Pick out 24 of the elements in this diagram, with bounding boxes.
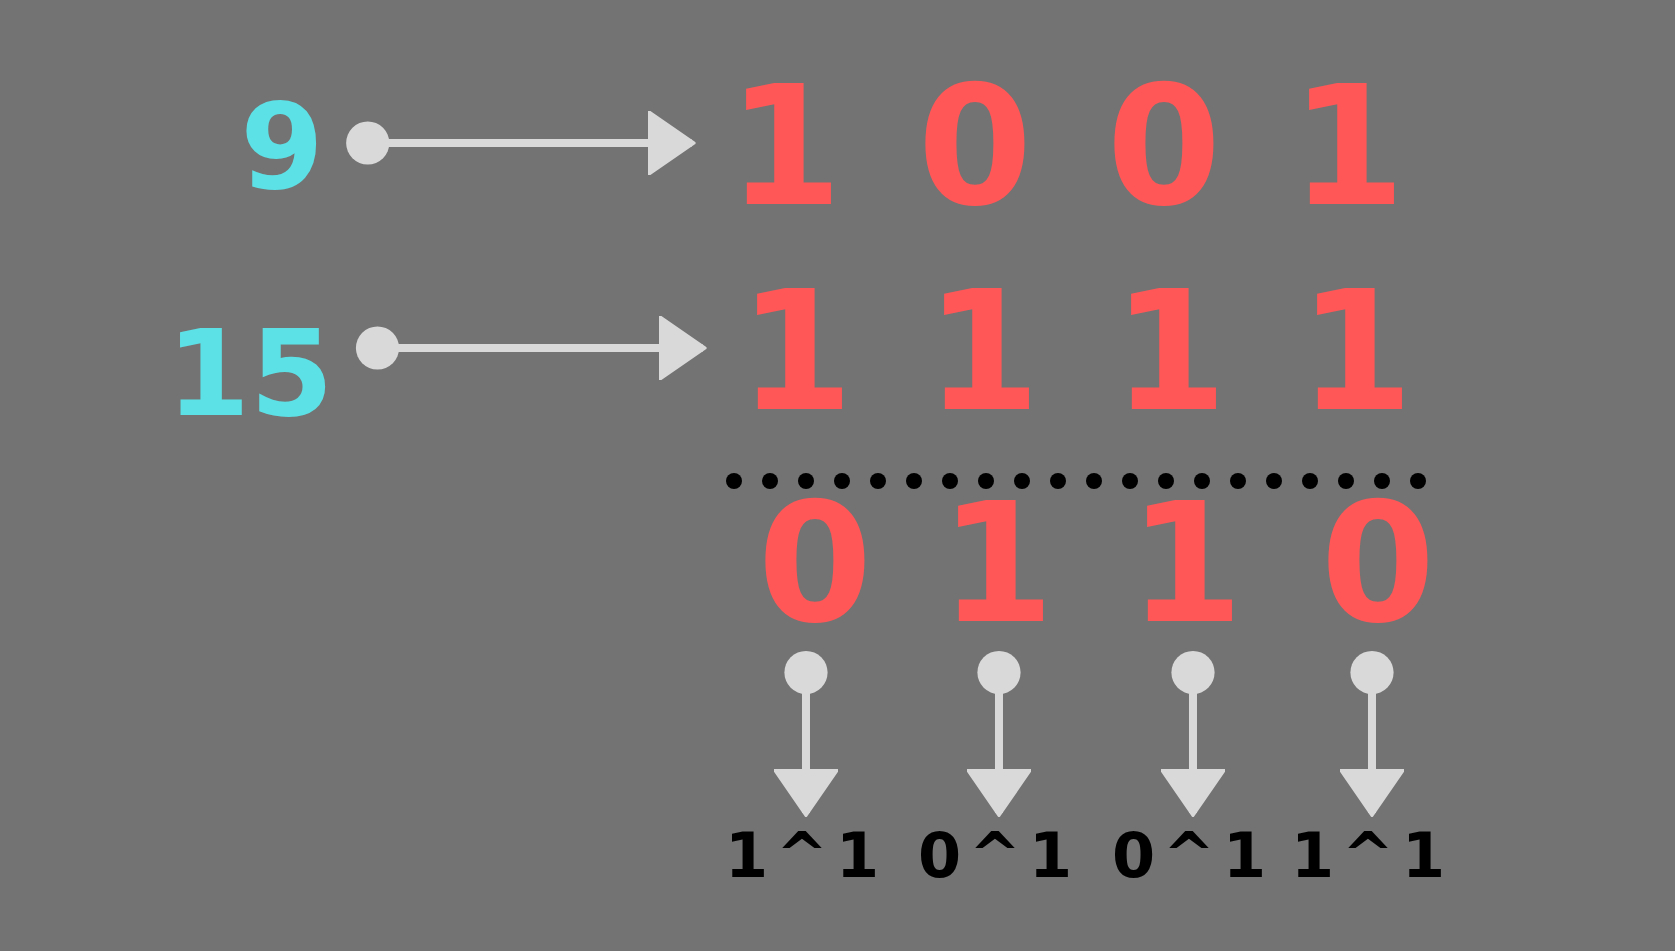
result-digit: 1 xyxy=(1128,481,1244,647)
arrow xyxy=(1338,650,1406,817)
binary-digit: 1 xyxy=(727,64,843,230)
arrow xyxy=(965,650,1033,817)
binary-digit: 1 xyxy=(925,269,1041,435)
arrow xyxy=(1159,650,1227,817)
number-label: 9 xyxy=(240,87,324,207)
arrow xyxy=(346,109,696,177)
binary-digit: 0 xyxy=(1106,64,1222,230)
binary-digit: 1 xyxy=(1298,269,1414,435)
binary-digit: 1 xyxy=(1112,269,1228,435)
arrow xyxy=(355,314,707,382)
xor-expression: 1^1 xyxy=(1290,825,1454,887)
result-digit: 0 xyxy=(1320,481,1436,647)
xor-expression: 0^1 xyxy=(1111,825,1275,887)
xor-expression: 1^1 xyxy=(724,825,888,887)
binary-digit: 1 xyxy=(1290,64,1406,230)
arrow xyxy=(772,650,840,817)
xor-expression: 0^1 xyxy=(917,825,1081,887)
binary-digit: 0 xyxy=(917,64,1033,230)
binary-digit: 1 xyxy=(738,269,854,435)
result-digit: 0 xyxy=(757,481,873,647)
result-digit: 1 xyxy=(939,481,1055,647)
number-label: 15 xyxy=(166,314,334,434)
